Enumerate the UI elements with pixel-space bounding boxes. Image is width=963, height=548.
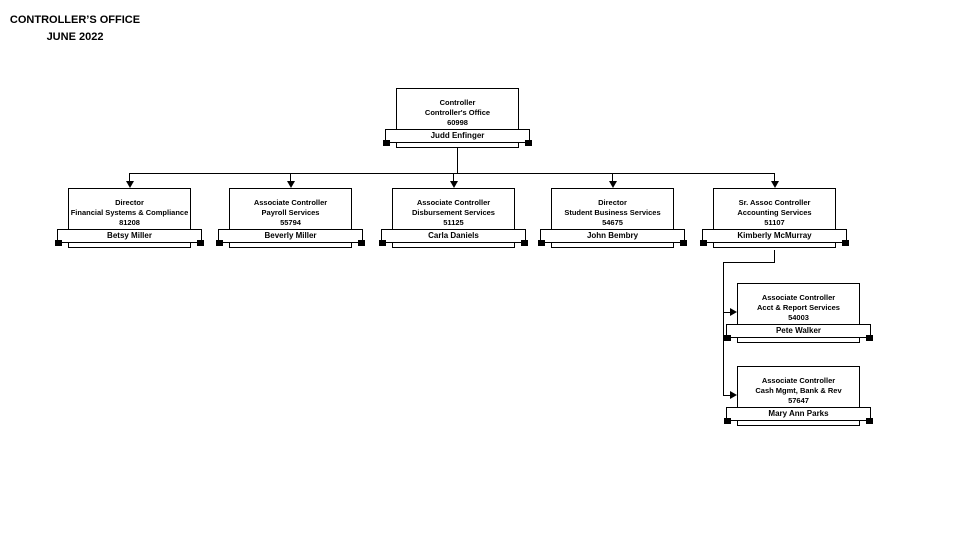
arrow-right-icon: [730, 391, 737, 399]
node-name-banner: Beverly Miller: [216, 229, 365, 246]
connector-horizontal: [129, 173, 775, 174]
arrow-down-icon: [450, 181, 458, 188]
node-role: Director: [598, 198, 627, 207]
page-title: CONTROLLER’S OFFICE JUNE 2022: [9, 12, 141, 46]
node-name-banner: Judd Enfinger: [383, 129, 532, 146]
org-node-accounting: Sr. Assoc Controller Accounting Services…: [700, 188, 849, 248]
arrow-down-icon: [126, 181, 134, 188]
connector-drop-3: [453, 173, 454, 182]
node-position-number: 54003: [788, 313, 809, 322]
connector-branch-2: [723, 395, 731, 396]
page-title-line1: CONTROLLER’S OFFICE: [9, 14, 141, 26]
node-name-banner: John Bembry: [538, 229, 687, 246]
node-dept: Disbursement Services: [412, 208, 495, 217]
node-position-number: 55794: [280, 218, 301, 227]
node-position-number: 57647: [788, 396, 809, 405]
org-node-acct-report: Associate Controller Acct & Report Servi…: [724, 283, 873, 343]
connector-drop-4: [612, 173, 613, 182]
node-dept: Financial Systems & Compliance: [70, 208, 189, 217]
arrow-down-icon: [771, 181, 779, 188]
node-role: Associate Controller: [761, 376, 836, 385]
node-name-banner: Mary Ann Parks: [724, 407, 873, 424]
node-name-banner: Carla Daniels: [379, 229, 528, 246]
arrow-down-icon: [287, 181, 295, 188]
node-dept: Student Business Services: [564, 208, 661, 217]
node-role: Associate Controller: [416, 198, 491, 207]
node-role: Associate Controller: [761, 293, 836, 302]
node-dept: Cash Mgmt, Bank & Rev: [755, 386, 842, 395]
node-position-number: 60998: [447, 118, 468, 127]
org-node-financial-systems: Director Financial Systems & Compliance …: [55, 188, 204, 248]
org-node-student-business: Director Student Business Services 54675…: [538, 188, 687, 248]
connector-drop-2: [290, 173, 291, 182]
node-position-number: 51125: [443, 218, 464, 227]
node-name-banner: Kimberly McMurray: [700, 229, 849, 246]
node-role: Director: [115, 198, 144, 207]
org-node-payroll: Associate Controller Payroll Services 55…: [216, 188, 365, 248]
arrow-right-icon: [730, 308, 737, 316]
org-node-disbursement: Associate Controller Disbursement Servic…: [379, 188, 528, 248]
org-node-cash-mgmt: Associate Controller Cash Mgmt, Bank & R…: [724, 366, 873, 426]
node-role: Associate Controller: [253, 198, 328, 207]
node-name-banner: Pete Walker: [724, 324, 873, 341]
connector-drop-5: [774, 173, 775, 182]
node-name-banner: Betsy Miller: [55, 229, 204, 246]
page-title-line2: JUNE 2022: [46, 31, 104, 43]
org-node-controller: Controller Controller's Office 60998 Jud…: [383, 88, 532, 148]
connector-root-stub: [457, 148, 458, 173]
connector-elbow-vertical: [723, 262, 724, 396]
node-role: Sr. Assoc Controller: [738, 198, 811, 207]
node-dept: Payroll Services: [261, 208, 320, 217]
connector-accounting-stub: [774, 250, 775, 262]
node-dept: Acct & Report Services: [757, 303, 840, 312]
connector-drop-1: [129, 173, 130, 182]
node-dept: Accounting Services: [737, 208, 812, 217]
arrow-down-icon: [609, 181, 617, 188]
node-dept: Controller's Office: [424, 108, 491, 117]
node-position-number: 54675: [602, 218, 623, 227]
connector-branch-1: [723, 312, 731, 313]
connector-elbow-horizontal: [723, 262, 775, 263]
node-position-number: 51107: [764, 218, 785, 227]
node-position-number: 81208: [119, 218, 140, 227]
node-role: Controller: [439, 98, 476, 107]
